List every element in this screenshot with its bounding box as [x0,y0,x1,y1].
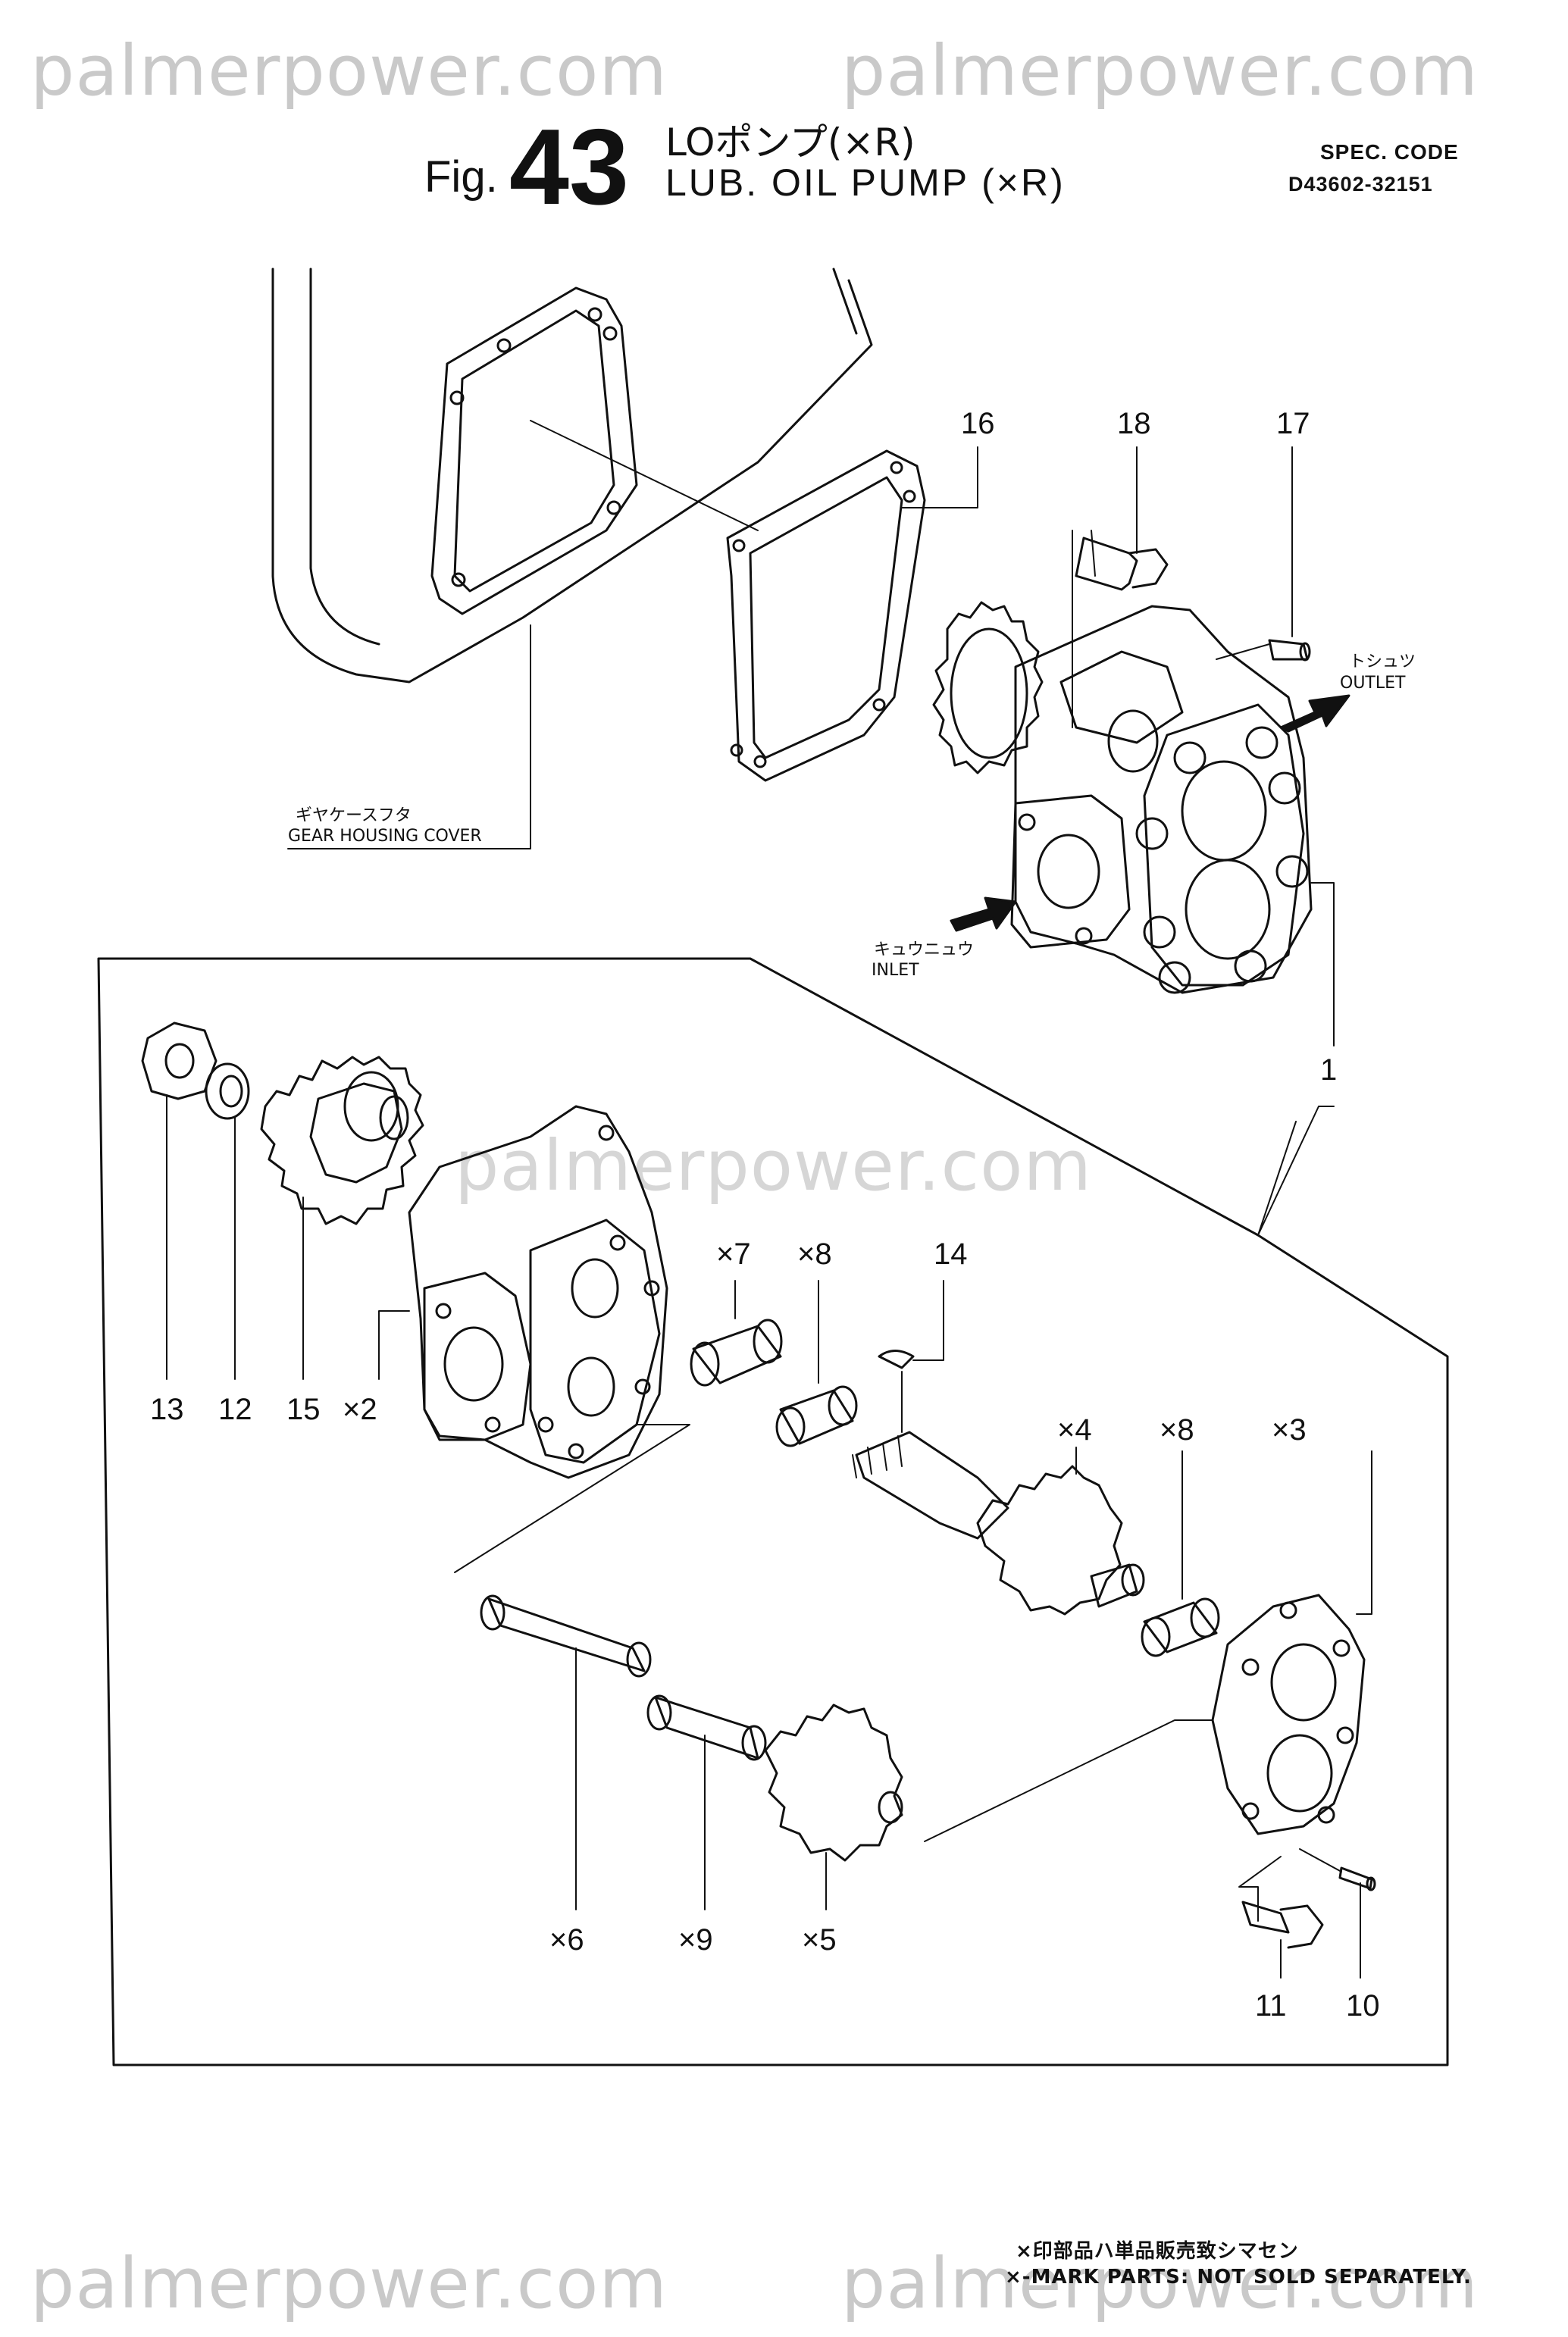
lock-washer-12 [205,1062,250,1380]
watermark-bottom-right: palmerpower.com [841,2243,1479,2324]
drive-gear-15 [260,1056,424,1380]
gasket-16 [726,446,978,782]
outlet-jp-label: トシュツ [1349,652,1416,671]
callout-17: 17 [1276,407,1310,440]
bushing-x8-upper [775,1280,858,1447]
outlet-en-label: OUTLET [1340,674,1406,693]
callout-15: 15 [286,1393,321,1426]
pump-cover-x3 [924,1450,1372,1842]
callout-10: 10 [1346,1989,1380,2023]
spec-code-value: D43602-32151 [1288,173,1433,196]
idler-shaft-x6 [480,1594,652,1910]
callout-x9: ×9 [678,1923,713,1957]
callout-13: 13 [150,1393,184,1426]
dowel-pin-10 [1299,1848,1376,1979]
callout-x8-upper: ×8 [797,1237,832,1271]
bolt-11 [1238,1856,1324,1979]
gear-housing-cover-en-label: GEAR HOUSING COVER [288,827,482,846]
drive-shaft-gear-x4 [852,1371,1145,1616]
watermark-top-right: palmerpower.com [841,30,1479,111]
callout-14: 14 [934,1237,968,1271]
callout-16: 16 [961,407,995,440]
title-english: LUB. OIL PUMP (×R) [665,161,1066,204]
callout-x6: ×6 [549,1923,584,1957]
callout-x8-lower: ×8 [1160,1413,1194,1447]
woodruff-key-14 [878,1280,944,1369]
title-japanese: LOポンプ(×R) [665,120,915,164]
fig-number: 43 [509,107,629,227]
callout-12: 12 [218,1393,252,1426]
footer-note-english: ×-MARK PARTS: NOT SOLD SEPARATELY. [1005,2266,1472,2289]
gear-housing-cover-jp-label: ギヤケースフタ [296,806,412,825]
callout-1: 1 [1320,1053,1337,1087]
oil-pump-assembly [932,601,1335,1046]
callout-x3: ×3 [1272,1413,1307,1447]
gear-housing-cover [271,267,873,849]
inlet-arrow-icon [950,896,1017,932]
inlet-jp-label: キュウニュウ [874,940,974,959]
footer-note-japanese: ×印部品ハ単品販売致シマセン [1016,2240,1299,2263]
watermark-center: palmerpower.com [455,1125,1093,1206]
bolt-18 [1072,446,1169,728]
pump-housing-x2 [378,1105,690,1573]
bushing-x7 [690,1280,783,1387]
exploded-view-frame [97,957,1449,2066]
dowel-pin-17 [1216,446,1311,662]
spec-code-label: SPEC. CODE [1320,140,1459,164]
nut-13 [141,1021,218,1380]
watermark-top-left: palmerpower.com [30,30,668,111]
inlet-en-label: INLET [872,961,919,980]
idler-gear-x5 [764,1703,903,1910]
watermark-bottom-left: palmerpower.com [30,2243,668,2324]
outlet-arrow-icon [1279,694,1350,733]
callout-x4: ×4 [1057,1413,1092,1447]
bushing-x9 [646,1694,767,1910]
callout-x7: ×7 [716,1237,751,1271]
fig-prefix: Fig. [424,152,498,202]
callout-x2: ×2 [343,1393,377,1426]
callout-x5: ×5 [802,1923,837,1957]
callout-11: 11 [1255,1989,1287,2023]
bushing-x8-lower [1141,1450,1220,1657]
callout-18: 18 [1117,407,1151,440]
